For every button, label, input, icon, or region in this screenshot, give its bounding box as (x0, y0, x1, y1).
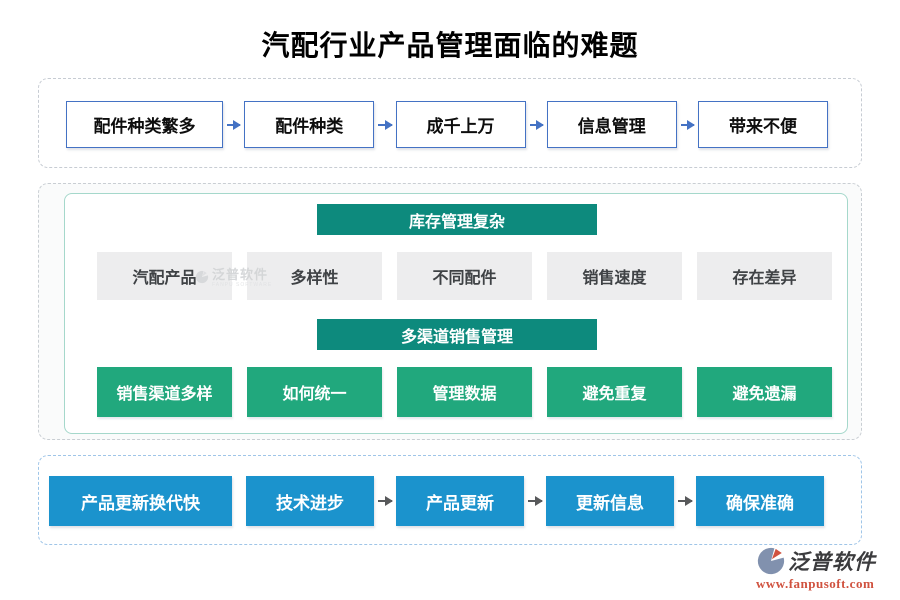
page-title: 汽配行业产品管理面临的难题 (261, 30, 639, 61)
channel-item: 管理数据 (397, 367, 532, 417)
flow-box-product-update: 产品更新 (396, 476, 524, 526)
bottom-flow-row: 产品更新换代快 技术进步 产品更新 更新信息 确保准确 (49, 476, 824, 526)
arrow-right-icon (378, 119, 393, 130)
inventory-item: 存在差异 (697, 252, 832, 300)
inventory-item: 不同配件 (397, 252, 532, 300)
arrow-right-icon (680, 119, 696, 130)
flow-box-inconvenience: 带来不便 (698, 101, 828, 148)
channel-row: 销售渠道多样 如何统一 管理数据 避免重复 避免遗漏 (97, 367, 832, 417)
management-panel: 库存管理复杂 汽配产品 多样性 不同配件 销售速度 存在差异 多渠道销售管理 销… (64, 193, 848, 434)
flow-box-tens-of-thousands: 成千上万 (395, 101, 526, 148)
flow-box-info-management: 信息管理 (546, 101, 677, 148)
flow-box-fast-product-turnover: 产品更新换代快 (49, 476, 232, 526)
flow-box-ensure-accuracy: 确保准确 (696, 476, 824, 526)
logo-name: 泛普软件 (788, 551, 876, 574)
top-flow-row: 配件种类繁多 配件种类 成千上万 信息管理 带来不便 (66, 101, 828, 148)
inventory-item: 多样性 (247, 252, 382, 300)
channel-item: 销售渠道多样 (97, 367, 232, 417)
channel-header: 多渠道销售管理 (317, 319, 597, 350)
section-management-difficulties: 库存管理复杂 汽配产品 多样性 不同配件 销售速度 存在差异 多渠道销售管理 销… (38, 183, 862, 440)
arrow-right-icon (378, 496, 393, 506)
arrow-right-icon (528, 496, 543, 506)
fanpu-logo: 泛普软件 www.fanpusoft.com (756, 546, 888, 592)
flow-box-update-info: 更新信息 (546, 476, 674, 526)
arrow-right-icon (227, 119, 242, 130)
inventory-row: 汽配产品 多样性 不同配件 销售速度 存在差异 (97, 252, 832, 300)
channel-item: 避免重复 (547, 367, 682, 417)
arrow-right-icon (529, 119, 545, 130)
flow-box-part-types: 配件种类 (244, 101, 375, 148)
arrow-right-icon (678, 496, 693, 506)
flow-box-parts-many: 配件种类繁多 (66, 101, 223, 148)
inventory-header: 库存管理复杂 (317, 204, 597, 235)
channel-item: 如何统一 (247, 367, 382, 417)
channel-item: 避免遗漏 (697, 367, 832, 417)
fanpu-logo-icon (757, 547, 785, 575)
section-parts-variety: 配件种类繁多 配件种类 成千上万 信息管理 带来不便 (38, 78, 862, 168)
logo-url: www.fanpusoft.com (756, 576, 875, 591)
inventory-item: 汽配产品 (97, 252, 232, 300)
flow-box-tech-progress: 技术进步 (246, 476, 374, 526)
section-product-update: 产品更新换代快 技术进步 产品更新 更新信息 确保准确 (38, 455, 862, 545)
inventory-item: 销售速度 (547, 252, 682, 300)
